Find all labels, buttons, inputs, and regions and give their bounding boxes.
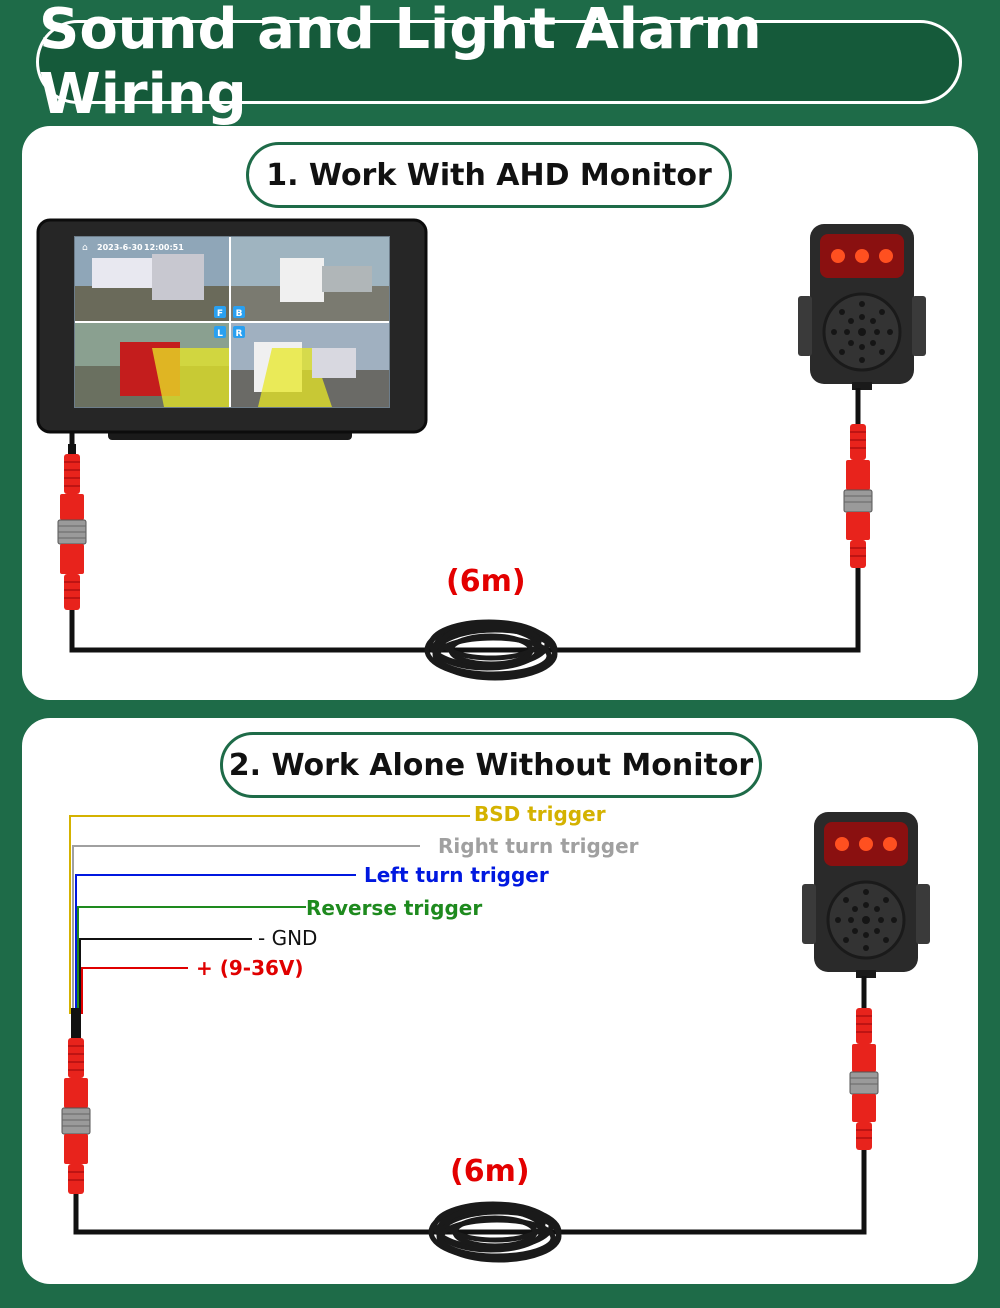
wiring-diagram-2 xyxy=(61,812,930,1263)
wire-power xyxy=(81,967,188,1014)
view-label-right: R xyxy=(236,329,243,339)
wire-label-reverse: Reverse trigger xyxy=(306,896,483,920)
page-title-text: Sound and Light Alarm Wiring xyxy=(39,0,762,127)
wire-label-power: + (9-36V) xyxy=(196,956,304,980)
wire-label-gnd: - GND xyxy=(258,926,318,950)
wire-bsd xyxy=(69,815,470,1014)
ahd-monitor: ⌂ 2023-6-30 12:00:51 F B L R xyxy=(36,218,428,440)
view-label-front: F xyxy=(217,309,223,319)
section-with-monitor: 1. Work With AHD Monitor xyxy=(22,126,978,700)
alarm-unit xyxy=(802,812,930,978)
view-label-back: B xyxy=(236,309,243,319)
connector-alarm-side xyxy=(849,1008,879,1150)
wire-left-turn xyxy=(75,874,356,1014)
cable-1 xyxy=(69,426,861,653)
connector-alarm-side xyxy=(843,424,873,568)
section-2-heading-text: 2. Work Alone Without Monitor xyxy=(228,747,754,783)
cable-coil xyxy=(424,619,558,681)
view-label-left: L xyxy=(217,329,223,339)
section-without-monitor: 2. Work Alone Without Monitor xyxy=(22,718,978,1284)
cable-length-label: (6m) xyxy=(446,564,526,599)
wiring-diagram-1: ⌂ 2023-6-30 12:00:51 F B L R xyxy=(36,218,926,681)
view-label-badges: F B L R xyxy=(214,306,245,339)
connector-bundle-side xyxy=(61,1008,91,1194)
monitor-quad-view xyxy=(75,237,389,407)
wire-reverse xyxy=(77,906,306,1014)
wire-right-turn xyxy=(72,845,420,1014)
monitor-time: 12:00:51 xyxy=(144,243,184,252)
cable-2 xyxy=(73,1010,867,1235)
page-title: Sound and Light Alarm Wiring xyxy=(36,0,962,127)
section-1-heading-text: 1. Work With AHD Monitor xyxy=(266,157,712,193)
alarm-unit xyxy=(798,224,926,390)
cable-length-label: (6m) xyxy=(450,1154,530,1189)
section-1-heading: 1. Work With AHD Monitor xyxy=(246,142,732,208)
wire-bundle xyxy=(69,815,470,1014)
cable-coil xyxy=(428,1201,562,1263)
monitor-home-icon: ⌂ xyxy=(82,243,88,253)
wire-label-bsd: BSD trigger xyxy=(474,802,606,826)
connector-monitor-side xyxy=(57,444,87,610)
wire-label-left-turn: Left turn trigger xyxy=(364,863,549,887)
wire-gnd xyxy=(79,938,252,1014)
monitor-date: 2023-6-30 xyxy=(97,243,143,252)
section-2-heading: 2. Work Alone Without Monitor xyxy=(220,732,762,798)
wire-label-right-turn: Right turn trigger xyxy=(438,834,639,858)
